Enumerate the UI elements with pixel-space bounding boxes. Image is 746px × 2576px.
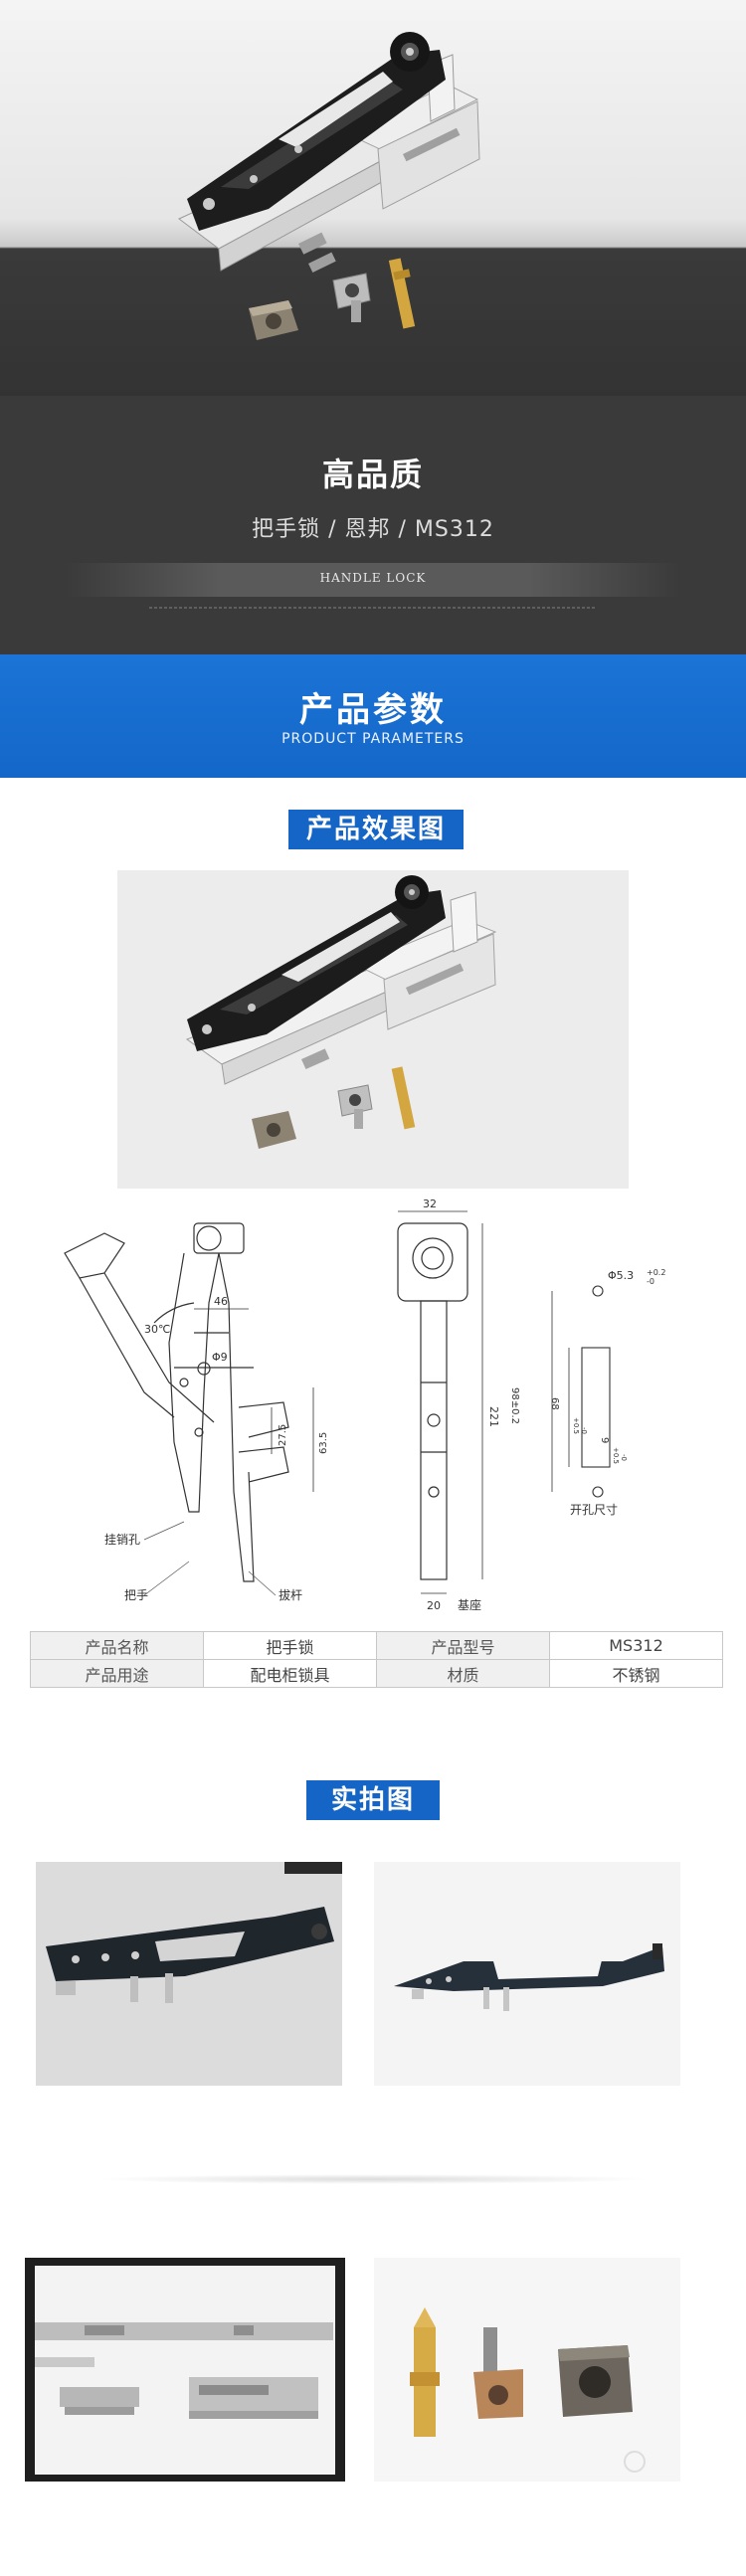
spec-value: 不锈钢	[549, 1659, 723, 1688]
real-photo-brackets	[25, 2258, 345, 2482]
dim-46: 46	[214, 1295, 228, 1308]
dim-20: 20	[427, 1599, 441, 1612]
dim-68-tol: +0.5	[572, 1417, 580, 1434]
dim-9: 9	[599, 1437, 610, 1443]
spec-key: 材质	[376, 1659, 550, 1688]
label-lever: 拔杆	[279, 1587, 302, 1602]
hero-product-photo	[178, 32, 480, 340]
dim-98: 98±0.2	[509, 1387, 520, 1424]
params-banner	[0, 654, 746, 778]
label-handle: 把手	[124, 1588, 148, 1602]
real-photo-handle-1	[36, 1862, 342, 2086]
hero-dark-band	[0, 396, 746, 654]
banner-title: 产品参数	[299, 690, 447, 730]
divider-shadow	[94, 2174, 652, 2184]
render-product-photo	[117, 870, 629, 1189]
spec-value: 配电柜锁具	[203, 1659, 377, 1688]
hero-bar-label: HANDLE LOCK	[319, 571, 427, 585]
real-photo-parts	[374, 2258, 680, 2482]
spec-key: 产品用途	[30, 1659, 204, 1688]
dim-63-5: 63.5	[318, 1432, 329, 1454]
label-base: 基座	[458, 1597, 481, 1612]
table-row: 产品用途 配电柜锁具 材质 不锈钢	[30, 1659, 723, 1688]
spec-value: MS312	[549, 1631, 723, 1660]
dim-angle: 30℃	[144, 1323, 170, 1336]
dim-27-5: 27.5	[278, 1424, 288, 1446]
label-hook-hole: 挂销孔	[104, 1533, 140, 1547]
dim-9-tol: +0.5	[612, 1447, 620, 1464]
hero-label-bar	[65, 563, 681, 597]
dim-hole-tol: +0.2	[647, 1268, 665, 1277]
dim-hole: Φ5.3	[608, 1269, 634, 1282]
hero-title: 高品质	[321, 456, 424, 493]
table-row: 产品名称 把手锁 产品型号 MS312	[30, 1631, 723, 1660]
banner-subtitle: PRODUCT PARAMETERS	[281, 731, 465, 747]
hero-decorative-line	[149, 607, 597, 609]
dim-68: 68	[549, 1397, 560, 1410]
section-tag-render: 产品效果图	[288, 810, 464, 849]
dim-hole-tol2: -0	[647, 1277, 654, 1286]
hero-subtitle: 把手锁 / 恩邦 / MS312	[252, 517, 494, 542]
dim-32: 32	[423, 1197, 437, 1210]
dim-phi9: Φ9	[212, 1351, 228, 1364]
spec-table: 产品名称 把手锁 产品型号 MS312 产品用途 配电柜锁具 材质 不锈钢	[30, 1631, 723, 1688]
spec-value: 把手锁	[203, 1631, 377, 1660]
real-photo-handle-2	[374, 1862, 680, 2086]
dim-9-tol2: -0	[620, 1454, 628, 1461]
section-tag-photos: 实拍图	[306, 1780, 440, 1820]
hero-section	[0, 0, 746, 398]
spec-key: 产品名称	[30, 1631, 204, 1660]
dim-221: 221	[487, 1406, 500, 1427]
spec-key: 产品型号	[376, 1631, 550, 1660]
dim-68-tol2: -0	[580, 1427, 588, 1434]
label-cutout: 开孔尺寸	[570, 1503, 618, 1517]
technical-drawing: 30℃ 46 Φ9 27.5 63.5 挂销孔 把手 拔杆 32 221 20 …	[64, 1197, 665, 1612]
